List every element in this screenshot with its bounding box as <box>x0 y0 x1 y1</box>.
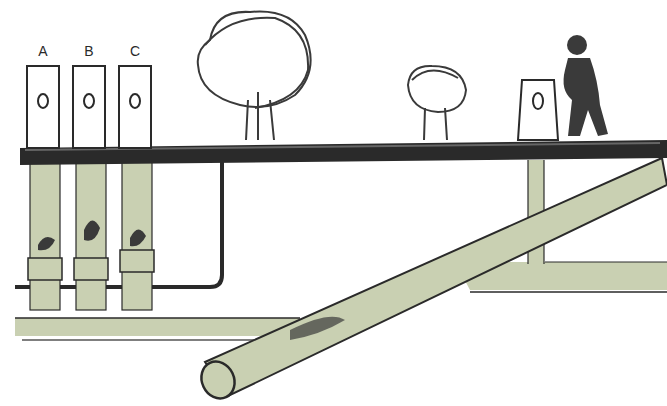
pipe-edge <box>545 261 667 262</box>
pipe-edge <box>470 291 667 293</box>
underground-tubes <box>28 160 154 310</box>
pipe-band <box>15 318 300 336</box>
bin-letter: B <box>84 44 93 58</box>
person <box>564 35 608 136</box>
shadow <box>290 317 345 340</box>
tunnel-opening <box>195 356 240 404</box>
bin-letter: C <box>130 44 140 58</box>
pipe-edge <box>15 317 300 319</box>
bin-letter: A <box>38 44 47 58</box>
waste-bins <box>27 66 558 148</box>
ground-surface <box>20 140 667 165</box>
tree <box>198 11 466 140</box>
main-tunnel <box>205 158 667 396</box>
